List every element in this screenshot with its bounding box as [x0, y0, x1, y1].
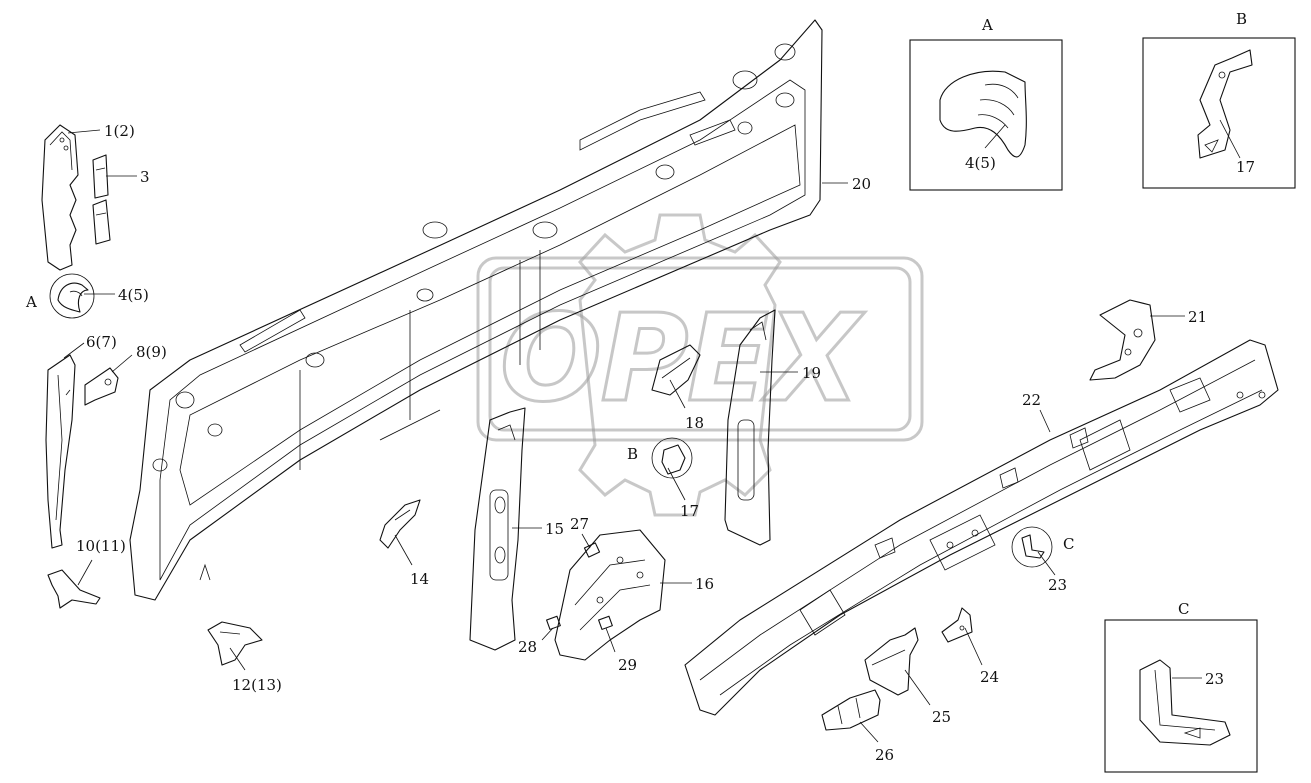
leader-lines — [63, 119, 1241, 743]
part-21-bracket — [1089, 299, 1156, 381]
part-20-back-panel — [129, 19, 823, 601]
view-b-label: 17 — [1236, 158, 1255, 176]
detail-circle-c — [1011, 526, 1053, 568]
part-6-pillar-trim — [45, 354, 76, 549]
detail-view-c — [1104, 619, 1258, 773]
label-27: 27 — [570, 515, 589, 533]
label-b-marker: B — [627, 445, 638, 463]
detail-circle-a — [49, 273, 95, 319]
label-a-marker: A — [25, 293, 37, 311]
part-3-brackets — [92, 154, 111, 245]
part-12-cover — [207, 621, 263, 666]
label-15: 15 — [545, 520, 564, 538]
view-b-title: B — [1236, 10, 1247, 28]
label-16: 16 — [695, 575, 714, 593]
detail-view-b — [1142, 37, 1296, 189]
label-6-7: 6(7) — [86, 333, 117, 351]
part-18-bracket — [651, 344, 701, 396]
view-c-label: 23 — [1205, 670, 1224, 688]
label-20: 20 — [852, 175, 871, 193]
label-12-13: 12(13) — [232, 676, 282, 694]
view-a-label: 4(5) — [965, 154, 996, 172]
label-17: 17 — [680, 502, 699, 520]
label-4-5: 4(5) — [118, 286, 149, 304]
label-1-2: 1(2) — [104, 122, 135, 140]
label-c-marker: C — [1063, 535, 1074, 553]
label-28: 28 — [518, 638, 537, 656]
part-19-pillar — [724, 309, 776, 546]
part-14-bracket — [379, 499, 421, 549]
part-27-nut — [583, 542, 601, 558]
view-c-title: C — [1178, 600, 1189, 618]
part-10-bracket — [47, 569, 101, 609]
label-10-11: 10(11) — [76, 537, 126, 555]
label-25: 25 — [932, 708, 951, 726]
label-3: 3 — [140, 168, 150, 186]
view-a-title: A — [981, 16, 993, 34]
callout-labels: 1(2) 3 A 4(5) 6(7) 8(9) 10(11) 12(13) 14… — [25, 122, 1207, 764]
watermark-text: OPEX — [500, 290, 865, 429]
part-8-clip — [84, 367, 119, 406]
detail-view-a — [909, 39, 1063, 191]
part-16-bracket-plate — [554, 529, 666, 661]
label-26: 26 — [875, 746, 894, 764]
label-24: 24 — [980, 668, 999, 686]
part-25-bracket — [864, 627, 919, 696]
label-21: 21 — [1188, 308, 1207, 326]
detail-view-labels: A 4(5) B 17 C 23 — [965, 10, 1255, 688]
label-22: 22 — [1022, 391, 1041, 409]
label-18: 18 — [685, 414, 704, 432]
label-14: 14 — [410, 570, 429, 588]
part-28-nut — [546, 615, 561, 630]
watermark: OPEX — [476, 213, 924, 517]
part-22-cross-member — [684, 339, 1279, 716]
label-29: 29 — [618, 656, 637, 674]
label-19: 19 — [802, 364, 821, 382]
part-1-panel — [41, 124, 79, 271]
label-23: 23 — [1048, 576, 1067, 594]
part-24-bracket — [941, 607, 973, 643]
part-26-block — [821, 689, 881, 731]
detail-circle-b — [651, 437, 693, 479]
label-8-9: 8(9) — [136, 343, 167, 361]
part-15-pillar — [469, 407, 526, 651]
part-29-nut — [598, 615, 613, 630]
